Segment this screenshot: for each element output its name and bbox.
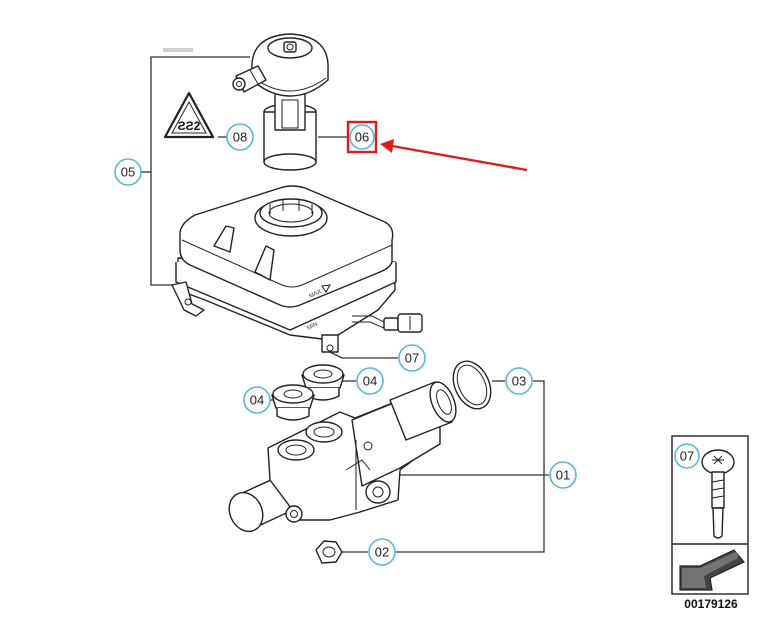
sealing-ring (452, 360, 492, 410)
red-arrow-shaft (391, 144, 528, 172)
callout-04-front: 04 (243, 386, 271, 414)
svg-text:04: 04 (363, 374, 377, 389)
reservoir-min-mark: MIN (306, 322, 319, 332)
callouts: 05 08 06 07 04 04 03 01 (114, 123, 577, 566)
callout-03: 03 (505, 367, 533, 395)
callout-02: 02 (368, 538, 396, 566)
svg-text:04: 04 (250, 393, 264, 408)
red-arrow-head-icon (380, 139, 394, 153)
callout-06: 06 (349, 124, 375, 150)
direction-arrow-icon (679, 549, 745, 591)
inset-panel: 07 (671, 435, 749, 595)
svg-text:06: 06 (355, 130, 369, 145)
inset-callout-07: 07 (674, 443, 700, 469)
svg-text:05: 05 (121, 165, 135, 180)
highlight-annotation (346, 120, 528, 172)
svg-text:08: 08 (233, 130, 247, 145)
svg-text:07: 07 (405, 351, 419, 366)
svg-text:07: 07 (680, 449, 694, 464)
hex-nut (315, 540, 343, 564)
brake-fluid-reservoir: MAX MIN (171, 185, 423, 353)
brake-master-cylinder (228, 381, 457, 533)
screw-icon (701, 449, 735, 539)
highlight-box (346, 120, 378, 154)
svg-text:02: 02 (375, 545, 389, 560)
callout-08: 08 (226, 123, 254, 151)
reservoir-cap-with-sensor (232, 33, 329, 171)
svg-text:03: 03 (512, 374, 526, 389)
callout-07-main: 07 (398, 344, 426, 372)
callout-04-rear: 04 (356, 367, 384, 395)
callout-01: 01 (549, 461, 577, 489)
warning-sign: ƧƧ2 (163, 91, 215, 139)
leader-lines (141, 56, 549, 553)
svg-text:01: 01 (556, 468, 570, 483)
warning-sign-text: ƧƧ2 (178, 119, 201, 133)
diagram-code: 00179126 (684, 597, 738, 611)
grommet-rear (301, 364, 345, 401)
reservoir-max-mark: MAX (308, 289, 322, 300)
callout-05: 05 (114, 158, 142, 186)
faint-part-label (163, 48, 193, 52)
grommet-front (271, 384, 315, 421)
